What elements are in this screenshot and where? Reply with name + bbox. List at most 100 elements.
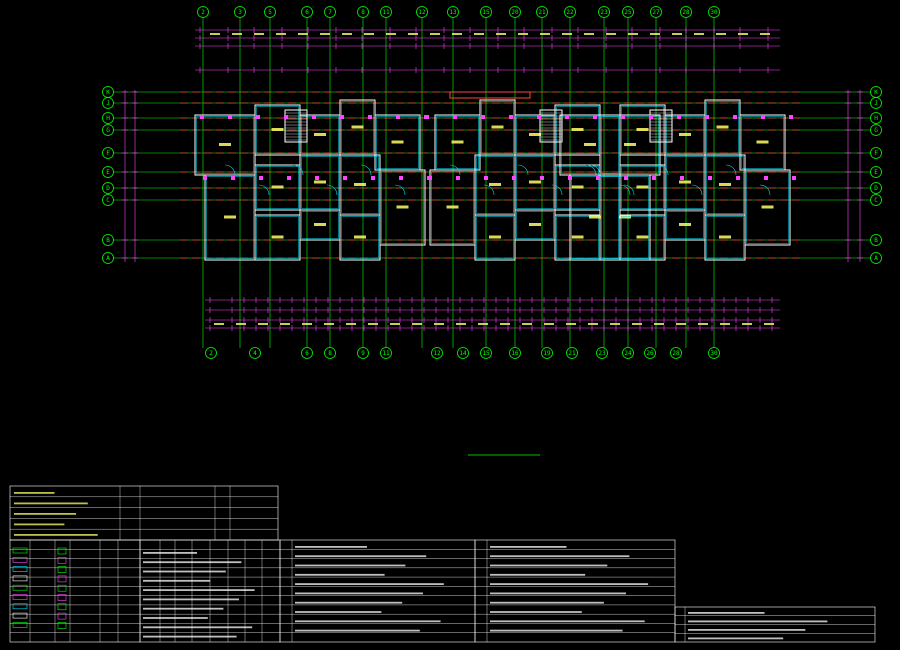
axis-bubble-label: 27 <box>652 9 660 16</box>
axis-bubble-label: 20 <box>511 9 519 16</box>
axis-bubble <box>380 6 392 18</box>
axis-bubble <box>870 112 882 124</box>
schedule-text-mark <box>143 598 239 601</box>
room-inner-line <box>556 106 599 154</box>
room-outline <box>474 214 516 261</box>
legend-symbol-icon <box>57 622 67 629</box>
room-label-mark <box>491 125 504 129</box>
axis-bubble <box>564 6 576 18</box>
note-text-mark <box>490 611 582 613</box>
schedule-text-mark <box>143 626 253 629</box>
room-label-mark <box>224 215 236 219</box>
structural-column <box>231 176 235 180</box>
room-label-mark <box>529 223 541 226</box>
room-label-mark <box>679 133 691 136</box>
room-label-mark <box>529 133 541 136</box>
dimension-text-mark <box>474 33 484 35</box>
axis-bubble <box>457 347 469 359</box>
note-text-mark <box>490 601 604 604</box>
dimension-text-mark <box>522 323 532 325</box>
structural-column <box>340 115 344 119</box>
room-inner-line <box>601 116 659 174</box>
dimension-text-mark <box>698 323 708 325</box>
room-label-mark <box>271 235 284 239</box>
axis-bubble <box>480 347 492 359</box>
room-inner-line <box>301 156 339 209</box>
room-label-mark <box>271 128 284 131</box>
legend-symbol-icon <box>57 612 67 620</box>
dimension-text-mark <box>566 323 576 325</box>
structural-column <box>203 176 207 180</box>
room-inner-line <box>301 116 339 154</box>
axis-bubble-label: 22 <box>566 9 574 16</box>
dimension-text-mark <box>390 323 400 325</box>
dimension-text-mark <box>280 323 290 325</box>
dimension-text-mark <box>628 33 638 35</box>
room-label-mark <box>719 183 731 186</box>
axis-bubble-label: D <box>106 185 110 192</box>
axis-bubble <box>357 6 369 18</box>
room-inner-line <box>256 216 299 259</box>
axis-bubble-label: 26 <box>646 350 654 357</box>
axis-bubble <box>416 6 428 18</box>
structural-column <box>624 176 628 180</box>
room-inner-line <box>706 101 739 154</box>
axis-bubble-label: 25 <box>624 9 632 16</box>
axis-bubble <box>447 6 459 18</box>
legend-symbol-icon <box>57 575 67 583</box>
note-text-mark <box>295 592 423 595</box>
axis-bubble-label: H <box>874 115 878 122</box>
room-label-mark <box>636 128 649 131</box>
room-inner-line <box>666 211 704 239</box>
note-text-mark <box>295 583 444 585</box>
dimension-text-mark <box>478 323 488 325</box>
note-text-mark <box>490 555 630 558</box>
dimension-text-mark <box>408 33 418 35</box>
axis-bubble <box>870 182 882 194</box>
door-swing <box>517 164 529 176</box>
axis-bubble <box>249 347 261 359</box>
legend-symbol <box>12 566 28 572</box>
axis-bubble-label: 11 <box>382 350 390 357</box>
room-outline <box>744 169 791 246</box>
dimension-text-mark <box>742 323 752 325</box>
axis-bubble-label: 23 <box>600 9 608 16</box>
structural-column <box>733 115 737 119</box>
axis-bubble <box>380 347 392 359</box>
structural-column <box>596 176 600 180</box>
structural-column <box>593 115 597 119</box>
structural-column <box>764 176 768 180</box>
info-text-mark <box>14 502 88 505</box>
stair-outline <box>539 109 563 143</box>
structural-column <box>789 115 793 119</box>
schedule-text-mark <box>143 561 242 564</box>
axis-bubble-label: C <box>106 197 110 204</box>
axis-bubble-label: K <box>106 89 110 96</box>
info-text-mark <box>14 513 77 515</box>
structural-column <box>761 115 765 119</box>
dimension-text-mark <box>210 33 220 35</box>
note-text-mark <box>688 637 784 640</box>
room-label-mark <box>451 140 464 144</box>
room-inner-line <box>481 101 514 154</box>
room-inner-line <box>256 106 299 154</box>
legend-symbol <box>12 575 28 582</box>
legend-symbol <box>12 622 28 628</box>
note-text-mark <box>295 620 441 623</box>
structural-column <box>680 176 684 180</box>
legend-symbol <box>12 594 28 600</box>
axis-bubble <box>509 347 521 359</box>
axis-bubble-label: 13 <box>449 9 457 16</box>
structural-column <box>453 115 457 119</box>
note-text-mark <box>490 592 626 595</box>
dimension-text-mark <box>434 323 444 325</box>
room-label-mark <box>271 185 284 189</box>
axis-bubble-label: 30 <box>710 9 718 16</box>
note-text-mark <box>295 611 382 613</box>
room-label-mark <box>761 205 774 209</box>
dimension-text-mark <box>324 323 334 325</box>
info-text-mark <box>14 492 55 494</box>
axis-bubble-label: 2 <box>209 350 213 357</box>
room-label-mark <box>619 215 631 219</box>
axis-bubble-label: 11 <box>382 9 390 16</box>
